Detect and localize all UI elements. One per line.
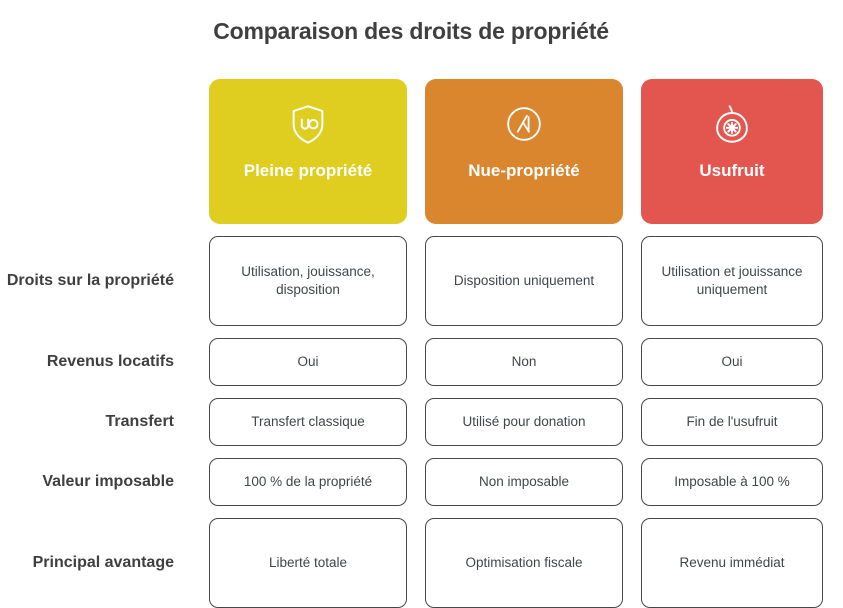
cell-text: Liberté totale (209, 518, 407, 608)
fig-fruit-icon (709, 101, 755, 147)
table-cell[interactable]: Disposition uniquement (416, 236, 632, 326)
cell-text: Oui (209, 338, 407, 386)
table-cell[interactable]: Oui (632, 338, 832, 386)
row-label-principal-avantage: Principal avantage (32, 554, 174, 571)
cell-text: Revenu immédiat (641, 518, 823, 608)
grid-gap (416, 386, 632, 398)
grid-gap (632, 224, 832, 236)
grid-gap (200, 224, 416, 236)
grid-gap (416, 326, 632, 338)
column-header-label: Pleine propriété (243, 161, 373, 180)
grid-gap (200, 386, 416, 398)
column-header-usufruit[interactable]: Usufruit (632, 66, 832, 224)
grid-gap (0, 446, 200, 458)
cell-text: Non imposable (425, 458, 623, 506)
table-cell[interactable]: 100 % de la propriété (200, 458, 416, 506)
grid-gap (416, 224, 632, 236)
cell-text: Oui (641, 338, 823, 386)
shield-icon (285, 101, 331, 147)
table-cell[interactable]: Utilisation, jouissance, disposition (200, 236, 416, 326)
grid-gap (416, 506, 632, 518)
table-cell[interactable]: Transfert classique (200, 398, 416, 446)
grid-gap (632, 386, 832, 398)
cell-text: Non (425, 338, 623, 386)
comparison-grid: Pleine propriété Nue-propriété (0, 66, 843, 608)
header-row-label-spacer (0, 66, 200, 224)
grid-gap (0, 506, 200, 518)
cell-text: Transfert classique (209, 398, 407, 446)
circle-peak-icon (501, 101, 547, 147)
grid-gap (0, 224, 200, 236)
grid-gap (200, 326, 416, 338)
grid-gap (632, 506, 832, 518)
row-label-transfert: Transfert (105, 413, 174, 430)
grid-gap (632, 326, 832, 338)
table-cell[interactable]: Non (416, 338, 632, 386)
cell-text: Utilisation, jouissance, disposition (209, 236, 407, 326)
cell-text: Fin de l'usufruit (641, 398, 823, 446)
table-cell[interactable]: Imposable à 100 % (632, 458, 832, 506)
table-cell[interactable]: Revenu immédiat (632, 518, 832, 608)
cell-text: Utilisation et jouissance uniquement (641, 236, 823, 326)
grid-gap (416, 446, 632, 458)
column-header-label: Usufruit (699, 161, 765, 180)
table-cell[interactable]: Optimisation fiscale (416, 518, 632, 608)
table-cell[interactable]: Utilisation et jouissance uniquement (632, 236, 832, 326)
grid-gap (200, 506, 416, 518)
column-header-label: Nue-propriété (468, 161, 580, 180)
table-cell[interactable]: Non imposable (416, 458, 632, 506)
row-label-valeur-imposable: Valeur imposable (42, 473, 174, 490)
cell-text: Utilisé pour donation (425, 398, 623, 446)
cell-text: Disposition uniquement (425, 236, 623, 326)
cell-text: 100 % de la propriété (209, 458, 407, 506)
table-cell[interactable]: Fin de l'usufruit (632, 398, 832, 446)
cell-text: Imposable à 100 % (641, 458, 823, 506)
grid-gap (0, 386, 200, 398)
table-cell[interactable]: Oui (200, 338, 416, 386)
table-cell[interactable]: Liberté totale (200, 518, 416, 608)
cell-text: Optimisation fiscale (425, 518, 623, 608)
row-label-revenus-locatifs: Revenus locatifs (46, 353, 174, 370)
column-header-pleine-propriete[interactable]: Pleine propriété (200, 66, 416, 224)
grid-gap (200, 446, 416, 458)
column-header-nue-propriete[interactable]: Nue-propriété (416, 66, 632, 224)
grid-gap (0, 326, 200, 338)
row-label-droits-sur-la-propriete: Droits sur la propriété (6, 272, 174, 289)
page-title: Comparaison des droits de propriété (213, 18, 609, 44)
grid-gap (632, 446, 832, 458)
table-cell[interactable]: Utilisé pour donation (416, 398, 632, 446)
